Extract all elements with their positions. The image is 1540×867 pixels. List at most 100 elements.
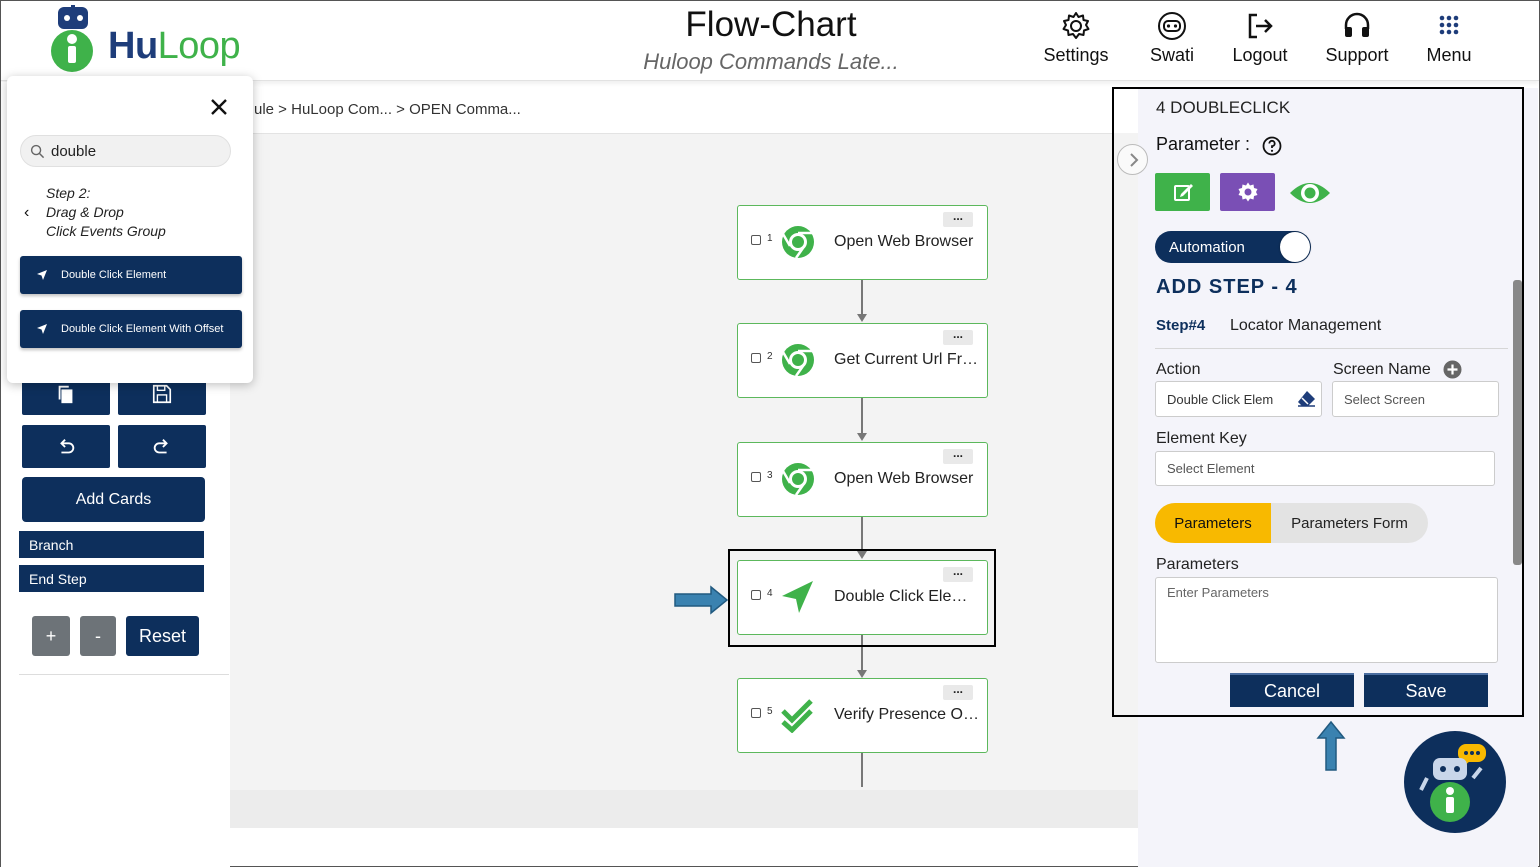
action-label: Action [1156, 361, 1201, 378]
page-subtitle: Huloop Commands Late... [643, 49, 899, 74]
flow-canvas[interactable] [230, 133, 1140, 828]
node-more-button[interactable]: ... [943, 210, 973, 227]
element-key-label: Element Key [1156, 430, 1247, 447]
node-checkbox[interactable] [751, 708, 761, 718]
node-more-button[interactable]: ... [943, 328, 973, 345]
huloop-logo[interactable]: HuLoop [45, 5, 255, 75]
panel-scrollbar[interactable] [1513, 280, 1522, 565]
add-circle-icon[interactable] [1443, 360, 1462, 379]
screen-name-label: Screen Name [1333, 361, 1431, 378]
copy-icon [58, 385, 73, 403]
breadcrumb-bar: ule > HuLoop Com... > OPEN Comma... [230, 82, 1112, 134]
node-number: 1 [767, 233, 773, 244]
close-icon[interactable] [208, 96, 230, 118]
grid-menu-icon [1439, 15, 1459, 35]
node-label: Get Current Url Fro... [834, 351, 979, 368]
connector-arrow [857, 670, 867, 678]
redo-button[interactable] [118, 425, 206, 468]
node-number: 3 [767, 470, 773, 481]
panel-title: 4 DOUBLECLICK [1156, 98, 1291, 117]
connector-arrow [857, 551, 867, 559]
pointer-arrow-up-icon [1316, 720, 1346, 771]
connector-line [861, 635, 863, 670]
toggle-knob [1280, 232, 1310, 262]
node-label: Verify Presence Of ... [834, 706, 979, 723]
edit-button[interactable] [1155, 173, 1210, 211]
step-detail-panel [1112, 87, 1524, 717]
help-icon[interactable] [1262, 136, 1282, 156]
gear-icon [1238, 182, 1257, 202]
chrome-icon [781, 463, 814, 496]
headset-icon [1344, 12, 1370, 37]
logout-icon [1248, 13, 1273, 39]
search-input[interactable] [51, 141, 221, 161]
add-cards-button[interactable]: Add Cards [22, 477, 205, 522]
action-field[interactable]: Double Click Elem [1155, 381, 1322, 417]
eraser-icon[interactable] [1297, 390, 1316, 407]
node-number: 4 [767, 588, 773, 599]
node-checkbox[interactable] [751, 235, 761, 245]
chevron-right-icon [1130, 153, 1139, 167]
divider [1155, 348, 1508, 349]
nav-menu[interactable]: Menu [1422, 7, 1476, 73]
node-more-button[interactable]: ... [943, 565, 973, 582]
divider [19, 674, 229, 675]
toggle-label: Automation [1169, 238, 1245, 256]
breadcrumb[interactable]: ule > HuLoop Com... > OPEN Comma... [254, 101, 521, 118]
reset-button[interactable]: Reset [126, 616, 199, 656]
logo-wordmark: HuLoop [108, 25, 241, 67]
page-title: Flow-Chart [685, 5, 857, 44]
chrome-icon [781, 226, 814, 259]
back-chevron-icon[interactable]: ‹ [24, 204, 30, 221]
node-number: 2 [767, 351, 773, 362]
node-more-button[interactable]: ... [943, 447, 973, 464]
step-number-tab[interactable]: Step#4 [1156, 317, 1206, 334]
flow-node-2[interactable]: 2 Get Current Url Fro... ... [737, 323, 988, 398]
automation-toggle[interactable]: Automation [1155, 231, 1311, 263]
parameters-textarea[interactable]: Enter Parameters [1155, 577, 1498, 663]
zoom-out-button[interactable]: - [80, 616, 116, 656]
zoom-in-button[interactable]: + [32, 616, 70, 656]
nav-settings[interactable]: Settings [1038, 7, 1114, 73]
nav-support[interactable]: Support [1321, 7, 1393, 73]
user-robot-icon [1158, 12, 1186, 40]
navigation-arrow-icon [782, 581, 813, 613]
search-field[interactable] [20, 135, 231, 167]
command-card-double-click[interactable]: Double Click Element [20, 256, 242, 294]
command-card-double-click-offset[interactable]: Double Click Element With Offset [20, 310, 242, 348]
screen-select[interactable]: Select Screen [1332, 381, 1499, 417]
search-icon [30, 144, 45, 159]
node-label: Open Web Browser [834, 233, 974, 250]
flow-node-5[interactable]: 5 Verify Presence Of ... ... [737, 678, 988, 753]
nav-logout[interactable]: Logout [1229, 7, 1291, 73]
chatbot-assistant-icon[interactable] [1403, 730, 1507, 834]
flow-node-1[interactable]: 1 Open Web Browser ... [737, 205, 988, 280]
tab-parameters[interactable]: Parameters [1155, 503, 1271, 543]
flow-node-4[interactable]: 4 Double Click Eleme... ... [737, 560, 988, 635]
tab-parameters-form[interactable]: Parameters Form [1291, 514, 1408, 532]
node-number: 5 [767, 706, 773, 717]
branch-button[interactable]: Branch [19, 531, 204, 558]
panel-collapse-button[interactable] [1117, 144, 1148, 175]
add-step-heading: ADD STEP - 4 [1156, 276, 1298, 298]
locator-management-tab[interactable]: Locator Management [1230, 317, 1382, 334]
cancel-button[interactable]: Cancel [1230, 673, 1354, 707]
node-checkbox[interactable] [751, 353, 761, 363]
step-instructions: Step 2: Drag & Drop Click Events Group [46, 185, 166, 239]
navigation-arrow-icon [37, 270, 47, 280]
node-checkbox[interactable] [751, 590, 761, 600]
undo-button[interactable] [22, 425, 110, 468]
node-more-button[interactable]: ... [943, 683, 973, 700]
chrome-icon [781, 344, 814, 377]
settings-button[interactable] [1220, 173, 1275, 211]
canvas-horizontal-scroll[interactable] [230, 790, 1140, 828]
save-button[interactable]: Save [1364, 673, 1488, 707]
nav-user[interactable]: Swati [1144, 7, 1200, 73]
end-step-button[interactable]: End Step [19, 565, 204, 592]
eye-icon[interactable] [1288, 176, 1332, 210]
parameter-label: Parameter : [1156, 134, 1251, 154]
undo-icon [60, 438, 75, 453]
flow-node-3[interactable]: 3 Open Web Browser ... [737, 442, 988, 517]
element-select[interactable]: Select Element [1155, 451, 1495, 486]
node-checkbox[interactable] [751, 472, 761, 482]
